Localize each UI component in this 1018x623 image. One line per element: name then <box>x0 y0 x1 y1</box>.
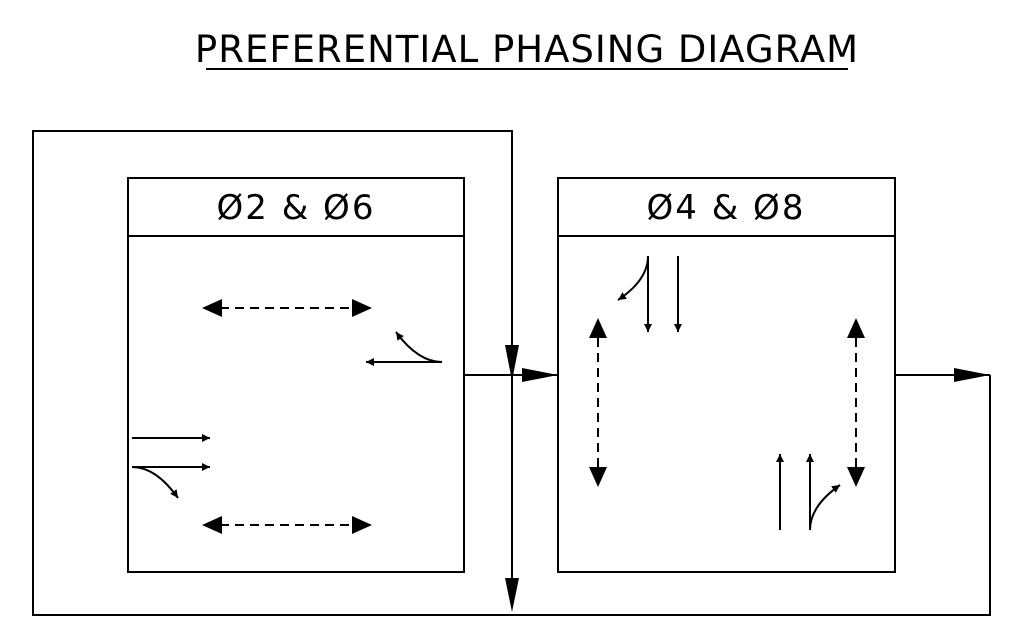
diagram-title: PREFERENTIAL PHASING DIAGRAM <box>195 28 859 71</box>
westbound-movements <box>366 331 443 366</box>
flow-arrow-right-connector <box>522 368 558 382</box>
nb-right-turn-arrow <box>809 484 841 531</box>
panel-frame <box>127 177 465 573</box>
pedestrian-arrowheads <box>202 299 372 534</box>
flow-arrowheads <box>505 345 990 612</box>
flow-arrow-down-lower <box>505 578 519 612</box>
sb-right-turn-arrow <box>617 255 649 301</box>
eb-right-turn-arrow <box>131 466 179 499</box>
flow-return-path <box>32 130 991 616</box>
phase-panel-4-8: Ø4 & Ø8 <box>557 177 896 573</box>
wb-right-turn-arrow <box>395 331 443 363</box>
panel-label: Ø2 & Ø6 <box>217 188 376 228</box>
phase-panel-2-6: Ø2 & Ø6 <box>127 177 465 573</box>
pedestrian-movements <box>220 307 352 526</box>
flow-arrow-right-out <box>954 368 990 382</box>
panel-label: Ø4 & Ø8 <box>647 188 806 228</box>
flow-arrow-down-upper <box>505 345 519 381</box>
pedestrian-movements <box>597 338 857 468</box>
southbound-movements <box>617 255 682 332</box>
pedestrian-arrowheads <box>589 318 865 487</box>
eastbound-movements <box>131 434 210 499</box>
panel-frame <box>557 177 896 573</box>
northbound-movements <box>776 454 841 531</box>
